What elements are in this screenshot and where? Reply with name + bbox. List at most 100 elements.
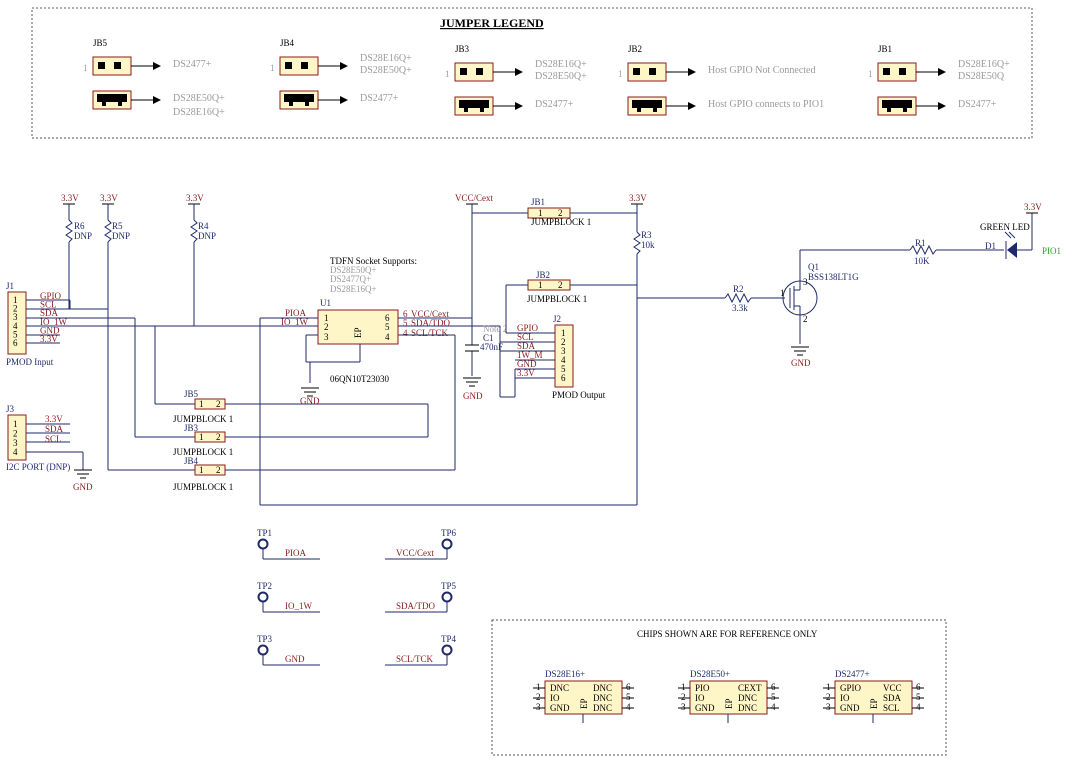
svg-text:GREEN LED: GREEN LED (980, 222, 1030, 232)
svg-text:GND: GND (300, 396, 320, 406)
ref-chip-rpin-num: 6 (771, 682, 776, 692)
svg-text:6: 6 (385, 313, 390, 323)
ref-chip-ep: EP (724, 698, 734, 709)
svg-text:JB4: JB4 (184, 456, 199, 466)
ref-chip-rpin-num: 4 (916, 702, 921, 712)
legend-closed-text: Host GPIO connects to PIO1 (708, 99, 824, 110)
svg-text:10k: 10k (641, 240, 655, 250)
jb5-jumper: JB5 JUMPBLOCK 1 1 2 (155, 389, 428, 424)
legend-open-text: DS28E16Q+ (360, 53, 412, 64)
r4-ref: R4 (198, 221, 209, 231)
svg-text:JUMPBLOCK 1: JUMPBLOCK 1 (173, 482, 233, 492)
j2-pin-number: 5 (561, 364, 566, 374)
svg-text:6: 6 (403, 309, 408, 319)
reference-frame (491, 619, 947, 756)
legend-jb1: JB1 1 DS28E16Q+DS28E50Q DS2477+ (868, 44, 1010, 116)
ref-chip-rpin-num: 4 (626, 702, 631, 712)
ref-chip-left-pin: IO (550, 693, 560, 703)
legend-closed-text: DS28E50Q+ (173, 93, 225, 104)
svg-text:SDA/TDO: SDA/TDO (411, 318, 451, 328)
svg-text:D1: D1 (985, 241, 996, 251)
ref-chip-left-pin: DNC (550, 683, 569, 693)
svg-text:3: 3 (803, 277, 808, 287)
ref-chip-lpin-num: 3 (536, 702, 541, 712)
ref-chip-right-pin: DNC (738, 693, 757, 703)
ref-chip-lpin-num: 1 (826, 682, 831, 692)
legend-arrow (688, 68, 696, 76)
j1-pin-number: 2 (13, 304, 18, 314)
j3-pin-number: 1 (13, 419, 18, 429)
jb4-jumper: JB4 JUMPBLOCK 1 1 2 (108, 456, 455, 492)
jb2-jumper: JB2 1 2 JUMPBLOCK 1 (527, 270, 587, 304)
svg-text:EP: EP (353, 327, 363, 338)
j3-net-label: SDA (45, 424, 64, 434)
ref-chip-lpin-num: 3 (681, 702, 686, 712)
legend-jumper-name: JB3 (455, 44, 470, 54)
legend-open-text: DS28E16Q+ (958, 59, 1010, 70)
ref-chip-rpin-num: 5 (916, 692, 921, 702)
svg-text:GND: GND (463, 391, 483, 401)
j3-pin-number: 4 (13, 447, 18, 457)
r6-supply-label: 3.3V (61, 193, 79, 203)
legend-title: JUMPER LEGEND (440, 16, 544, 30)
j1-net-label: SCL (40, 300, 57, 310)
u1-ref: U1 (320, 298, 331, 308)
testpoint-ref: TP4 (441, 634, 457, 644)
svg-text:3.3V: 3.3V (629, 193, 647, 203)
svg-text:470nF: 470nF (480, 342, 503, 352)
ref-chip-ep: EP (869, 698, 879, 709)
ref-chip-lpin-num: 3 (826, 702, 831, 712)
svg-text:1: 1 (538, 208, 543, 218)
r5-ref: R5 (112, 221, 123, 231)
ref-chip-rpin-num: 6 (916, 682, 921, 692)
legend-pin-one: 1 (868, 69, 873, 79)
svg-text:3.3k: 3.3k (732, 303, 748, 313)
ref-chip-left-pin: GND (695, 703, 715, 713)
testpoint-net: SCL/TCK (396, 654, 434, 664)
j1-net-label: GND (40, 325, 60, 335)
r6-val: DNP (74, 231, 92, 241)
svg-text:3.3V: 3.3V (1024, 202, 1042, 212)
j3-pin-number: 2 (13, 428, 18, 438)
j1-connector: J1 PMOD Input (6, 281, 54, 367)
svg-text:R2: R2 (733, 284, 744, 294)
legend-pin-one: 1 (83, 63, 88, 73)
legend-arrow (153, 96, 161, 104)
j3-net-label: SCL (45, 434, 62, 444)
testpoint-ref: TP3 (257, 634, 273, 644)
ref-chip-lpin-num: 2 (536, 692, 541, 702)
r4-resistor: 3.3V R4 DNP (186, 193, 216, 326)
legend-jumper-name: JB2 (628, 44, 642, 54)
svg-text:1: 1 (199, 432, 204, 442)
svg-text:PMOD Output: PMOD Output (552, 390, 606, 400)
ref-chip-left-pin: PIO (695, 683, 710, 693)
legend-open-text: DS28E50Q (958, 71, 1005, 82)
legend-closed-text: DS2477+ (958, 99, 997, 110)
svg-text:JB3: JB3 (184, 423, 199, 433)
legend-jumper-name: JB4 (280, 38, 295, 48)
testpoint-ref: TP2 (257, 581, 272, 591)
j1-net-label: 3.3V (40, 334, 58, 344)
ref-chip-right-pin: DNC (593, 693, 612, 703)
svg-text:2: 2 (803, 314, 808, 324)
ref-chip-left-pin: GND (840, 703, 860, 713)
r6-resistor: 3.3V R6 DNP (61, 193, 92, 309)
ref-chip-right-pin: CEXT (738, 683, 762, 693)
j2-net-label: GND (517, 359, 537, 369)
testpoint-net: GND (285, 654, 305, 664)
ref-chip-lpin-num: 2 (681, 692, 686, 702)
svg-text:2: 2 (558, 208, 563, 218)
r6-ref: R6 (74, 221, 85, 231)
j1-net-label: SDA (40, 308, 59, 318)
c1-capacitor: Note 2 C1 470nF GND (463, 324, 507, 401)
legend-arrow (688, 102, 696, 110)
legend-jumper-name: JB1 (878, 44, 892, 54)
svg-text:1: 1 (538, 280, 543, 290)
